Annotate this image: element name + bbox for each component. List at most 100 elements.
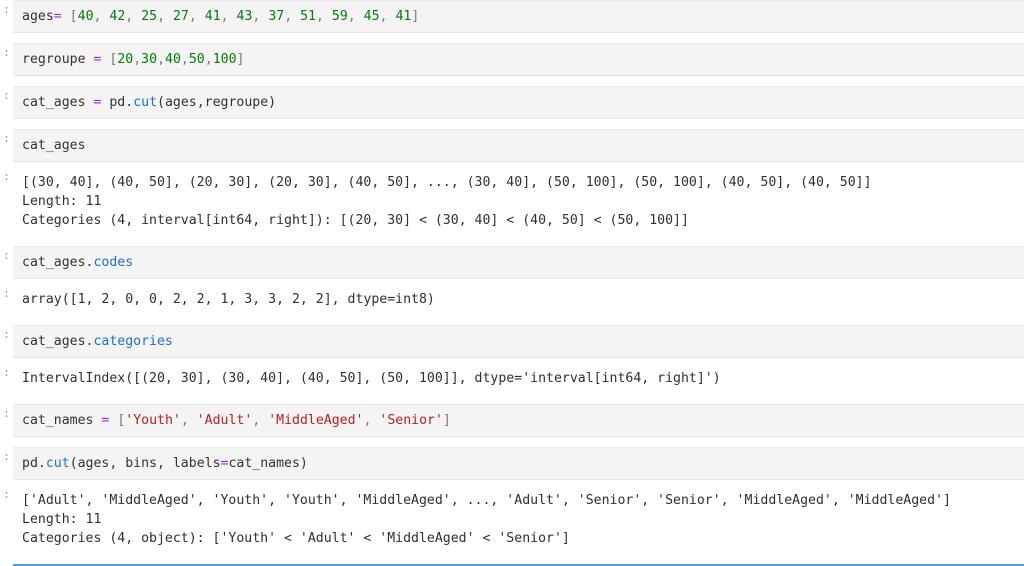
cell-input-cat-ages-codes[interactable]: : cat_ages.codes	[0, 246, 1024, 279]
token-op: =	[220, 456, 229, 471]
cell-spacer	[0, 236, 1024, 246]
token-op: =	[101, 413, 110, 428]
token-punct: ,	[284, 9, 301, 24]
code-line: cat_ages = pd.cut(ages,regroupe)	[22, 93, 1024, 112]
token-punct: ,	[93, 9, 110, 24]
token-punct: ,	[204, 52, 213, 67]
cell-prompt: :	[3, 365, 10, 379]
output-line: Categories (4, object): ['Youth' < 'Adul…	[22, 531, 570, 546]
code-line: cat_ages.codes	[22, 253, 1024, 272]
code-line: cat_ages.categories	[22, 332, 1024, 351]
cell-prompt: :	[3, 2, 10, 16]
output-line: Length: 11	[22, 194, 102, 209]
cell-spacer	[0, 162, 1024, 167]
code-line: regroupe = [20,30,40,50,100]	[22, 50, 1024, 69]
token-punct: ,	[220, 9, 237, 24]
cell-prompt: :	[3, 327, 10, 341]
cell-spacer	[0, 358, 1024, 363]
token-num: 41	[395, 9, 412, 24]
cell-spacer	[0, 437, 1024, 447]
token-str: 'MiddleAged'	[268, 413, 364, 428]
token-str: 'Adult'	[196, 413, 253, 428]
code-editor-area[interactable]: cat_ages = pd.cut(ages,regroupe)	[13, 86, 1024, 119]
token-str: 'Senior'	[379, 413, 443, 428]
code-editor-area[interactable]: cat_names = ['Youth', 'Adult', 'MiddleAg…	[13, 404, 1024, 437]
token-str: 'Youth'	[125, 413, 181, 428]
token-attr: codes	[93, 255, 134, 270]
cell-spacer	[0, 119, 1024, 129]
token-punct: ,	[347, 9, 364, 24]
token-num: 43	[236, 9, 253, 24]
token-fn: cut	[133, 95, 158, 110]
token-num: 59	[331, 9, 348, 24]
token-num: 51	[300, 9, 316, 24]
token-num: 27	[172, 9, 189, 24]
cell-prompt: :	[3, 88, 10, 102]
token-op: =	[53, 9, 62, 24]
token-punct: ,	[125, 9, 142, 24]
token-punct: ,	[315, 9, 332, 24]
token-punct: ,	[157, 9, 173, 24]
cell-input-pd-cut-labels[interactable]: : pd.cut(ages, bins, labels=cat_names)	[0, 447, 1024, 480]
cell-prompt: :	[3, 449, 10, 463]
code-editor-area[interactable]: ages= [40, 42, 25, 27, 41, 43, 37, 51, 5…	[13, 0, 1024, 33]
token-plain: cat_names	[22, 413, 102, 428]
token-punct: ,	[188, 9, 205, 24]
token-punct: ]	[442, 413, 451, 428]
cell-spacer	[0, 315, 1024, 325]
output-line: Categories (4, interval[int64, right]): …	[22, 213, 689, 228]
token-punct: ,	[252, 413, 269, 428]
token-punct: ,	[133, 52, 142, 67]
cell-spacer	[0, 33, 1024, 43]
token-attr: categories	[93, 334, 173, 349]
code-editor-area[interactable]: cat_ages.codes	[13, 246, 1024, 279]
token-plain: cat_ages	[22, 95, 94, 110]
output-line: Length: 11	[22, 512, 102, 527]
token-plain	[62, 9, 70, 24]
token-fn: cut	[45, 456, 70, 471]
token-punct: [	[117, 413, 126, 428]
cell-input-cat-ages[interactable]: :cat_ages	[0, 129, 1024, 162]
code-editor-area[interactable]: cat_ages.categories	[13, 325, 1024, 358]
code-line: pd.cut(ages, bins, labels=cat_names)	[22, 454, 1024, 473]
token-plain: cat_ages	[22, 138, 86, 153]
code-line: ages= [40, 42, 25, 27, 41, 43, 37, 51, 5…	[22, 7, 1024, 26]
token-punct: ,	[252, 9, 269, 24]
cell-prompt: :	[3, 286, 10, 300]
token-punct: ,	[180, 52, 189, 67]
cell-input-cat-ages-assign[interactable]: : cat_ages = pd.cut(ages,regroupe)	[0, 86, 1024, 119]
token-num: 37	[268, 9, 285, 24]
cell-prompt: :	[3, 248, 10, 262]
output-area: [(30, 40], (40, 50], (20, 30], (20, 30],…	[13, 167, 1024, 236]
cell-prompt: :	[3, 487, 10, 501]
code-line: cat_ages	[22, 136, 1024, 155]
token-plain: cat_ages.	[22, 334, 94, 349]
cell-input-cat-ages-categories[interactable]: : cat_ages.categories	[0, 325, 1024, 358]
token-num: 50	[188, 52, 205, 67]
token-num: 20	[117, 52, 134, 67]
cell-prompt: :	[3, 406, 10, 420]
code-editor-area[interactable]: cat_ages	[13, 129, 1024, 162]
cell-spacer	[0, 480, 1024, 485]
token-punct: ,	[157, 52, 166, 67]
cell-input-regroupe[interactable]: : regroupe = [20,30,40,50,100]	[0, 43, 1024, 76]
token-num: 41	[204, 9, 221, 24]
cell-input-cat-names[interactable]: : cat_names = ['Youth', 'Adult', 'MiddleA…	[0, 404, 1024, 437]
code-line: cat_names = ['Youth', 'Adult', 'MiddleAg…	[22, 411, 1024, 430]
token-num: 45	[363, 9, 380, 24]
cell-spacer	[0, 554, 1024, 564]
token-op: =	[93, 95, 102, 110]
cell-spacer	[0, 279, 1024, 284]
token-punct: ]	[411, 9, 420, 24]
token-punct: ,	[379, 9, 396, 24]
token-num: 40	[165, 52, 181, 67]
code-editor-area[interactable]: regroupe = [20,30,40,50,100]	[13, 43, 1024, 76]
cell-input-ages[interactable]: : ages= [40, 42, 25, 27, 41, 43, 37, 51, …	[0, 0, 1024, 33]
output-area: IntervalIndex([(20, 30], (30, 40], (40, …	[13, 363, 1024, 394]
token-num: 100	[212, 52, 237, 67]
token-punct: [	[109, 52, 118, 67]
token-plain: regroupe	[22, 52, 94, 67]
token-plain: (ages,regroupe)	[157, 95, 277, 110]
code-editor-area[interactable]: pd.cut(ages, bins, labels=cat_names)	[13, 447, 1024, 480]
cell-prompt: :	[3, 45, 10, 59]
